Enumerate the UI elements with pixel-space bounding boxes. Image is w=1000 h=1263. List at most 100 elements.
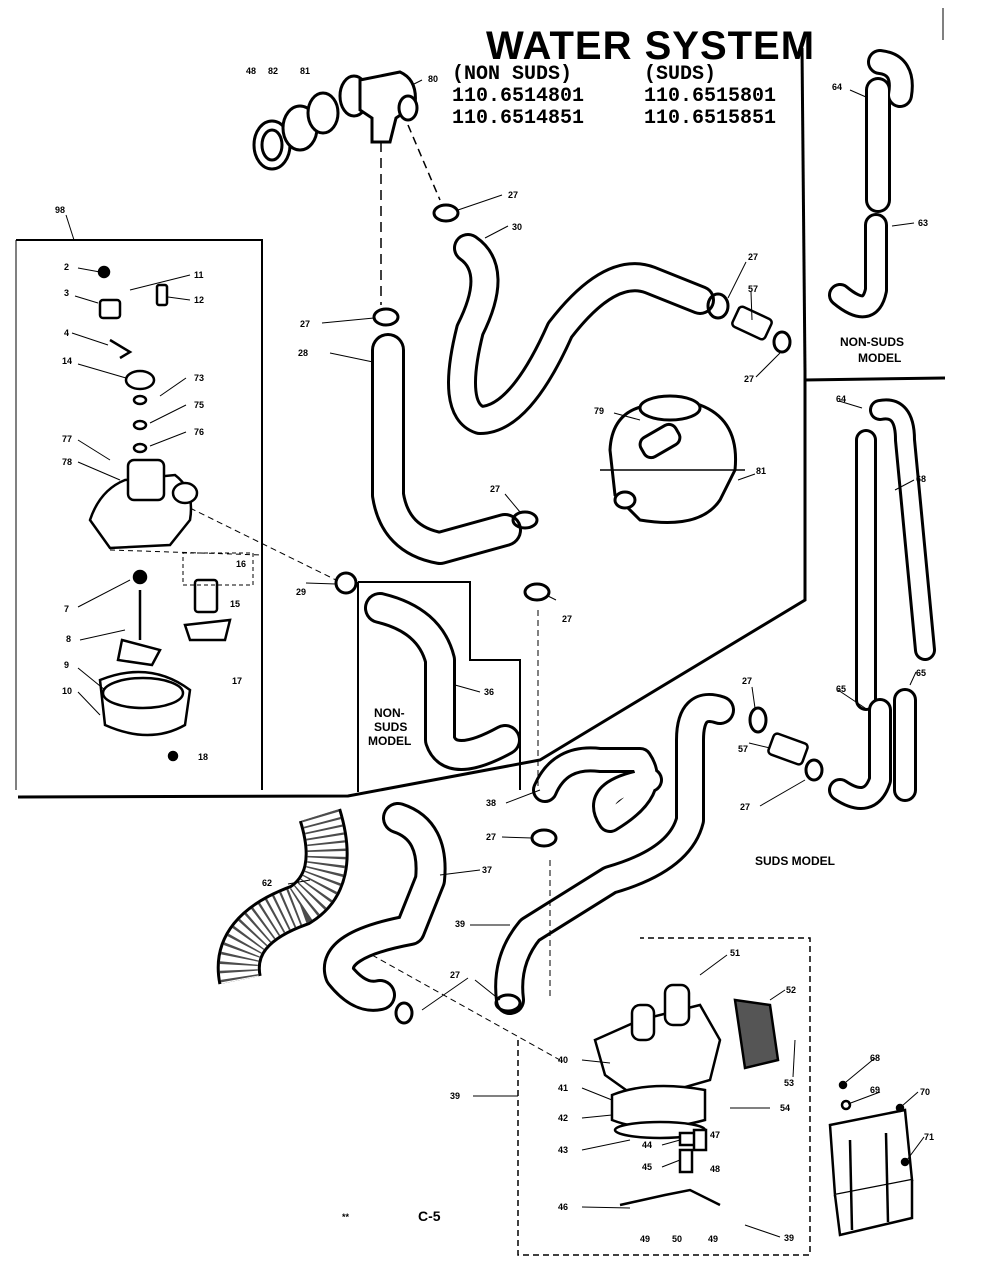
callout: 27 — [744, 374, 754, 384]
left-pump-assembly — [88, 265, 254, 762]
non-suds-model-2: 110.6514851 — [452, 107, 585, 130]
caption-non-suds-center-1: NON- — [374, 706, 405, 720]
diagram-title: WATER SYSTEM — [486, 24, 816, 68]
callout: 81 — [756, 466, 766, 476]
callout: 65 — [836, 684, 846, 694]
caption-non-suds-right-1: NON-SUDS — [840, 335, 904, 349]
callout: 27 — [740, 802, 750, 812]
callout: 39 — [450, 1091, 460, 1101]
callout: 48 — [246, 66, 256, 76]
callout: 3 — [64, 288, 69, 298]
non-suds-model-1: 110.6514801 — [452, 85, 585, 108]
callout: 10 — [62, 686, 72, 696]
callout: 65 — [916, 668, 926, 678]
suds-header: (SUDS) 110.6515801 110.6515851 — [644, 64, 776, 130]
callout: 73 — [194, 373, 204, 383]
callout: 38 — [486, 798, 496, 808]
callout: 46 — [558, 1202, 568, 1212]
callout: 2 — [64, 262, 69, 272]
caption-non-suds-center-3: MODEL — [368, 734, 411, 748]
leader-lines — [65, 79, 925, 1238]
bracket-assembly — [828, 1080, 914, 1237]
callout: 27 — [748, 252, 758, 262]
callout: 27 — [490, 484, 500, 494]
callout: 70 — [920, 1087, 930, 1097]
frame-lines — [15, 8, 946, 1256]
callout: 48 — [710, 1164, 720, 1174]
callout: 27 — [742, 676, 752, 686]
non-suds-header: (NON SUDS) 110.6514801 110.6514851 — [452, 64, 584, 130]
drain-hose-62 — [216, 808, 349, 985]
couplings — [731, 305, 809, 766]
callout: 8 — [66, 634, 71, 644]
callout: 42 — [558, 1113, 568, 1123]
caption-non-suds-center-2: SUDS — [374, 720, 407, 734]
callout: 44 — [642, 1140, 652, 1150]
callout: 7 — [64, 604, 69, 614]
callout: 77 — [62, 434, 72, 444]
callout: 9 — [64, 660, 69, 670]
callout: 62 — [262, 878, 272, 888]
clamps — [334, 203, 824, 1025]
callout: 75 — [194, 400, 204, 410]
callout: 80 — [428, 74, 438, 84]
callout: 30 — [512, 222, 522, 232]
callout: 54 — [780, 1103, 790, 1113]
model-captions: NON-SUDS MODEL NON- SUDS MODEL SUDS MODE… — [368, 335, 904, 868]
callout: 64 — [832, 82, 842, 92]
callout: 41 — [558, 1083, 568, 1093]
callout: 45 — [642, 1162, 652, 1172]
callout: 36 — [484, 687, 494, 697]
callout: 68 — [870, 1053, 880, 1063]
callout: 14 — [62, 356, 72, 366]
callout: 27 — [486, 832, 496, 842]
callout: 53 — [784, 1078, 794, 1088]
callout: 16 — [236, 559, 246, 569]
callout-pump-group: 98 — [55, 205, 65, 215]
hoses — [322, 49, 936, 1015]
callout: 43 — [558, 1145, 568, 1155]
callout: 39 — [784, 1233, 794, 1243]
callout: 81 — [300, 66, 310, 76]
top-fitting-group — [252, 70, 441, 305]
callout: 68 — [916, 474, 926, 484]
callout: 50 — [672, 1234, 682, 1244]
caption-suds-model: SUDS MODEL — [755, 854, 835, 868]
suds-model-2: 110.6515851 — [644, 107, 777, 130]
callout: 4 — [64, 328, 69, 338]
callout: 11 — [194, 270, 204, 280]
caption-non-suds-right-2: MODEL — [858, 351, 901, 365]
callout: 27 — [300, 319, 310, 329]
callout: 37 — [482, 865, 492, 875]
callout: 51 — [730, 948, 740, 958]
bottom-pump-assembly — [593, 983, 780, 1207]
callout: 49 — [708, 1234, 718, 1244]
callout: 79 — [594, 406, 604, 416]
callout: 71 — [924, 1132, 934, 1142]
callout: 64 — [836, 394, 846, 404]
callout: 52 — [786, 985, 796, 995]
callout: 40 — [558, 1055, 568, 1065]
page-mark: ** — [342, 1212, 350, 1222]
callout: 47 — [710, 1130, 720, 1140]
callout: 27 — [450, 970, 460, 980]
callout: 17 — [232, 676, 242, 686]
callout: 82 — [268, 66, 278, 76]
callout: 69 — [870, 1085, 880, 1095]
callout: 57 — [748, 284, 758, 294]
callout: 27 — [508, 190, 518, 200]
suds-model-1: 110.6515801 — [644, 85, 777, 108]
callout: 27 — [562, 614, 572, 624]
non-suds-heading: (NON SUDS) — [452, 63, 573, 86]
callout: 78 — [62, 457, 72, 467]
callout: 18 — [198, 752, 208, 762]
callout: 15 — [230, 599, 240, 609]
callout: 76 — [194, 427, 204, 437]
callout: 49 — [640, 1234, 650, 1244]
callout: 39 — [455, 919, 465, 929]
callout: 57 — [738, 744, 748, 754]
callout: 28 — [298, 348, 308, 358]
callout: 63 — [918, 218, 928, 228]
callout-labels: 98 2 3 4 14 77 78 7 8 9 10 11 12 73 75 7… — [55, 66, 934, 1244]
